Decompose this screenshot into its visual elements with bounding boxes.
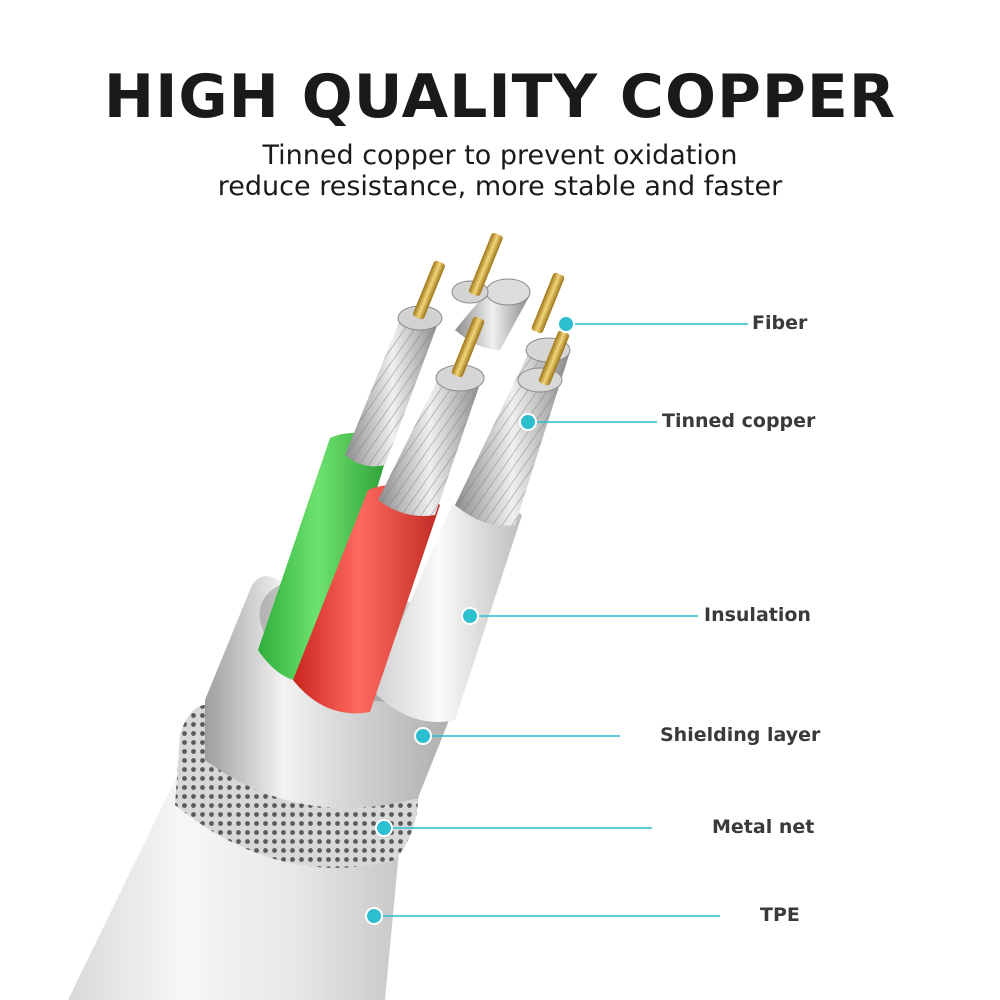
- fiber-core: [468, 232, 503, 296]
- fiber-callout-dot: [557, 315, 575, 333]
- callout-lines: [374, 323, 748, 917]
- green-insulation: [258, 432, 390, 682]
- red-insulation: [293, 485, 440, 714]
- label-tinned-copper: Tinned copper: [662, 410, 816, 432]
- tinned-wire-green: [345, 313, 440, 467]
- fiber-core: [451, 316, 485, 378]
- page-title: HIGH QUALITY COPPER: [103, 62, 897, 132]
- tpe-callout-dot: [365, 907, 383, 925]
- subtitle-line-2: reduce resistance, more stable and faste…: [217, 171, 783, 202]
- callout-dots: [365, 315, 575, 925]
- fiber-core: [531, 272, 565, 334]
- subtitle: Tinned copper to prevent oxidation reduc…: [0, 140, 1000, 202]
- metal-net-callout-dot: [375, 819, 393, 837]
- tinned-copper-callout-dot: [519, 413, 537, 431]
- white-insulation: [372, 499, 522, 722]
- tinned-wire-back: [451, 278, 531, 350]
- tpe-jacket: [68, 780, 400, 1000]
- label-fiber: Fiber: [752, 312, 808, 334]
- fiber-core: [538, 330, 570, 386]
- label-shielding-layer: Shielding layer: [660, 724, 821, 746]
- tinned-wire-red: [378, 371, 482, 516]
- label-insulation: Insulation: [704, 604, 811, 626]
- shielding-layer-callout-dot: [414, 727, 432, 745]
- insulation-callout-dot: [461, 607, 479, 625]
- fiber-core: [413, 260, 445, 320]
- subtitle-line-1: Tinned copper to prevent oxidation: [262, 140, 738, 171]
- label-metal-net: Metal net: [712, 816, 815, 838]
- label-tpe: TPE: [760, 904, 800, 926]
